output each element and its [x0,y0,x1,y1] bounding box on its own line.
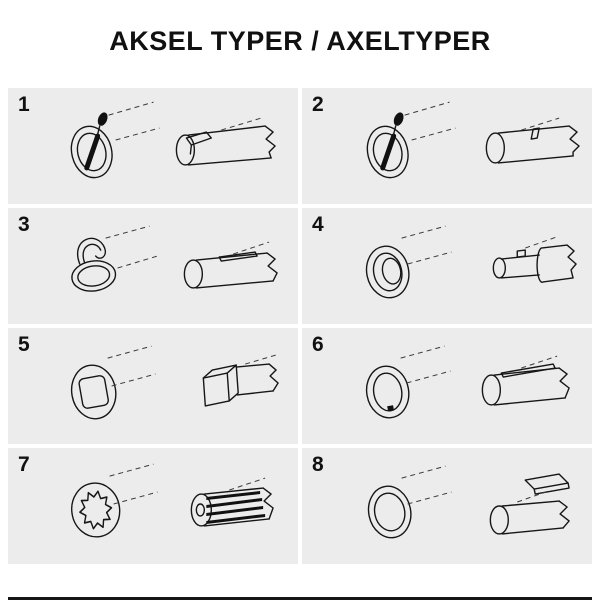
axle-type-cell-8: 8 [302,448,592,564]
shaft-with-key-icon [183,241,278,289]
cell-number: 5 [18,333,30,356]
cell-8-drawing [367,465,570,539]
axle-type-cell-4: 4 [302,208,592,324]
axle-type-cell-5: 5 [8,328,298,444]
bore-with-keyway-icon [365,345,451,419]
hub-with-spring-clip-icon [71,225,158,292]
square-end-shaft-icon [202,353,280,407]
bottom-crop-line [8,597,592,600]
square-bore-icon [70,345,156,420]
splined-bore-icon [71,463,158,538]
cell-number: 6 [312,333,324,356]
splined-shaft-icon [190,477,274,527]
axle-type-cell-6: 6 [302,328,592,444]
shaft-with-slot-icon [175,117,276,166]
cell-1-drawing [70,101,276,179]
plain-bore-icon [367,465,452,539]
cell-7-drawing [71,463,274,538]
page-title: AKSEL TYPER / AXELTYPER [109,26,491,56]
cell-4-drawing [365,225,577,299]
axle-type-cell-2: 2 [302,88,592,204]
cell-5-drawing [70,345,280,420]
cell-number: 8 [312,453,324,476]
axle-type-cell-1: 1 [8,88,298,204]
hub-with-pin-icon [70,101,160,179]
tube-bore-icon [365,225,452,299]
shaft-with-loose-wedge-icon [489,473,570,535]
cell-6-drawing [365,345,570,419]
cell-2-drawing [366,101,580,179]
cell-number: 3 [18,213,30,236]
axle-type-cell-3: 3 [8,208,298,324]
shaft-with-taper-key-icon [481,355,570,406]
cell-number: 1 [18,93,30,116]
shaft-with-notch-icon [485,117,580,164]
reduced-shaft-icon [492,235,577,283]
cell-number: 4 [312,213,324,236]
axle-type-cell-7: 7 [8,448,298,564]
cell-3-drawing [71,225,278,292]
cell-number: 7 [18,453,30,476]
axle-type-grid: 1 [8,88,592,564]
hub-with-pin-icon [366,101,456,179]
cell-number: 2 [312,93,324,116]
